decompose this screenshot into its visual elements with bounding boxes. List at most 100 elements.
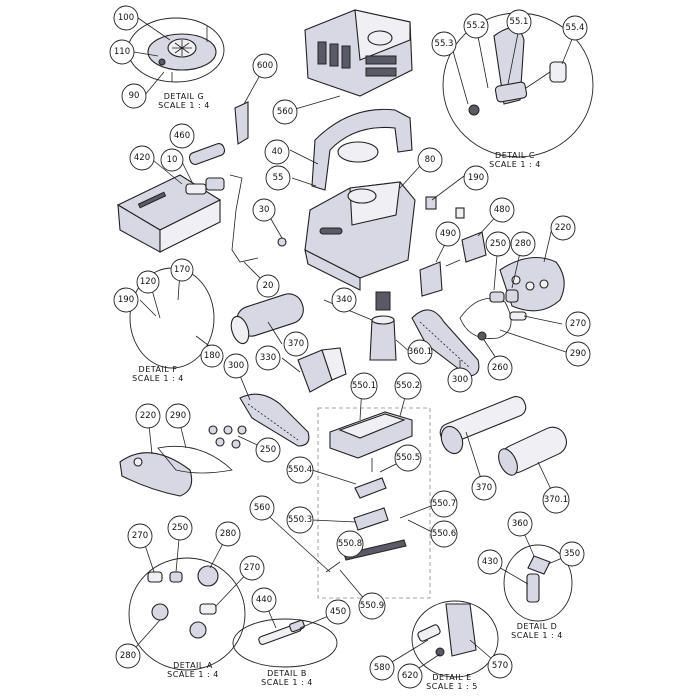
callout-370-1: 370.1: [542, 486, 570, 514]
svg-text:20: 20: [263, 281, 274, 291]
svg-text:330: 330: [260, 353, 276, 363]
callout-440: 440: [251, 587, 277, 613]
callout-300-a: 300: [223, 353, 249, 379]
callout-550-2: 550.2: [394, 372, 422, 400]
svg-text:270: 270: [132, 531, 148, 541]
callout-270-c: 270: [239, 555, 265, 581]
svg-text:55.2: 55.2: [467, 21, 486, 31]
callout-190-b: 190: [113, 287, 139, 313]
svg-text:460: 460: [174, 131, 190, 141]
detail-a-parts: [147, 565, 219, 639]
callout-270-b: 270: [127, 523, 153, 549]
clip-190b-part: [455, 207, 465, 219]
svg-text:110: 110: [114, 47, 130, 57]
svg-text:550.6: 550.6: [432, 529, 456, 539]
svg-text:220: 220: [140, 411, 156, 421]
filter-clip-part: [234, 101, 249, 145]
svg-text:370: 370: [288, 339, 304, 349]
svg-text:260: 260: [492, 363, 508, 373]
callout-550-1: 550.1: [350, 372, 378, 400]
callout-220-b: 220: [135, 403, 161, 429]
svg-text:90: 90: [129, 91, 140, 101]
filter-basket-part: [304, 9, 413, 97]
callout-100: 100: [113, 5, 139, 31]
detail-e-scale: SCALE 1 : 5: [426, 682, 478, 691]
svg-text:370.1: 370.1: [544, 495, 568, 505]
callout-560: 560: [272, 99, 298, 125]
svg-text:550.1: 550.1: [352, 381, 376, 391]
callout-340: 340: [331, 287, 357, 313]
callout-550-7: 550.7: [430, 490, 458, 518]
callout-490: 490: [435, 221, 461, 247]
svg-text:580: 580: [374, 663, 390, 673]
callout-600: 600: [252, 53, 278, 79]
callout-170: 170: [170, 258, 194, 282]
svg-text:550.2: 550.2: [396, 381, 420, 391]
svg-text:30: 30: [259, 205, 270, 215]
svg-text:55.4: 55.4: [566, 23, 585, 33]
flap-480-part: [461, 231, 487, 263]
callout-550-9: 550.9: [358, 592, 386, 620]
callout-290-b: 290: [165, 403, 191, 429]
svg-text:180: 180: [204, 351, 220, 361]
callout-250-c: 250: [167, 515, 193, 541]
svg-text:550.7: 550.7: [432, 499, 456, 509]
callout-550-6: 550.6: [430, 520, 458, 548]
detail-a-scale: SCALE 1 : 4: [167, 670, 219, 679]
belt-290-part: [459, 298, 512, 339]
callout-620: 620: [397, 663, 423, 689]
svg-text:10: 10: [167, 155, 178, 165]
detail-b-title: DETAIL B: [267, 669, 307, 678]
detail-b-parts: [258, 619, 305, 645]
svg-text:550.9: 550.9: [360, 601, 384, 611]
detail-a-ring: [128, 557, 246, 671]
callout-90: 90: [121, 83, 147, 109]
callout-190-a: 190: [463, 165, 489, 191]
svg-text:370: 370: [476, 483, 492, 493]
motor-340-part: [369, 291, 397, 361]
callout-330: 330: [255, 345, 281, 371]
svg-text:570: 570: [492, 661, 508, 671]
callout-360-1: 360.1: [407, 339, 433, 365]
actuator-490-part: [419, 259, 461, 297]
detail-e-ring: [411, 600, 499, 678]
svg-text:550.8: 550.8: [338, 539, 362, 549]
callout-550-3: 550.3: [286, 506, 314, 534]
svg-text:55.3: 55.3: [435, 39, 454, 49]
svg-text:600: 600: [257, 61, 273, 71]
callout-370-b: 370: [471, 475, 497, 501]
callout-180: 180: [200, 344, 224, 368]
svg-text:250: 250: [490, 239, 506, 249]
callout-55-1: 55.1: [506, 9, 532, 35]
callout-420: 420: [129, 145, 155, 171]
detail-d-ring: [503, 544, 573, 622]
callout-250-a: 250: [485, 231, 511, 257]
callout-450: 450: [325, 599, 351, 625]
svg-text:560: 560: [254, 503, 270, 513]
filter-bar-550-8-part: [343, 539, 407, 561]
callout-350: 350: [559, 541, 585, 567]
svg-text:290: 290: [570, 349, 586, 359]
svg-text:350: 350: [564, 549, 580, 559]
detail-c-title: DETAIL C: [495, 151, 535, 160]
svg-text:280: 280: [220, 529, 236, 539]
impeller-cover-part: [147, 26, 217, 82]
svg-text:480: 480: [494, 205, 510, 215]
detail-c-scale: SCALE 1 : 4: [489, 160, 541, 169]
svg-text:290: 290: [170, 411, 186, 421]
svg-text:430: 430: [482, 557, 498, 567]
callout-270-a: 270: [565, 311, 591, 337]
float-part: [188, 143, 226, 165]
svg-text:360: 360: [512, 519, 528, 529]
callout-480: 480: [489, 197, 515, 223]
callout-250-b: 250: [255, 437, 281, 463]
svg-text:55: 55: [273, 173, 284, 183]
callout-30: 30: [252, 198, 276, 222]
svg-text:280: 280: [120, 651, 136, 661]
svg-text:360.1: 360.1: [408, 347, 432, 357]
callout-55-3: 55.3: [431, 31, 457, 57]
pump-330-part: [297, 347, 347, 393]
detail-b-ring: [232, 618, 338, 668]
svg-text:550.5: 550.5: [396, 453, 420, 463]
